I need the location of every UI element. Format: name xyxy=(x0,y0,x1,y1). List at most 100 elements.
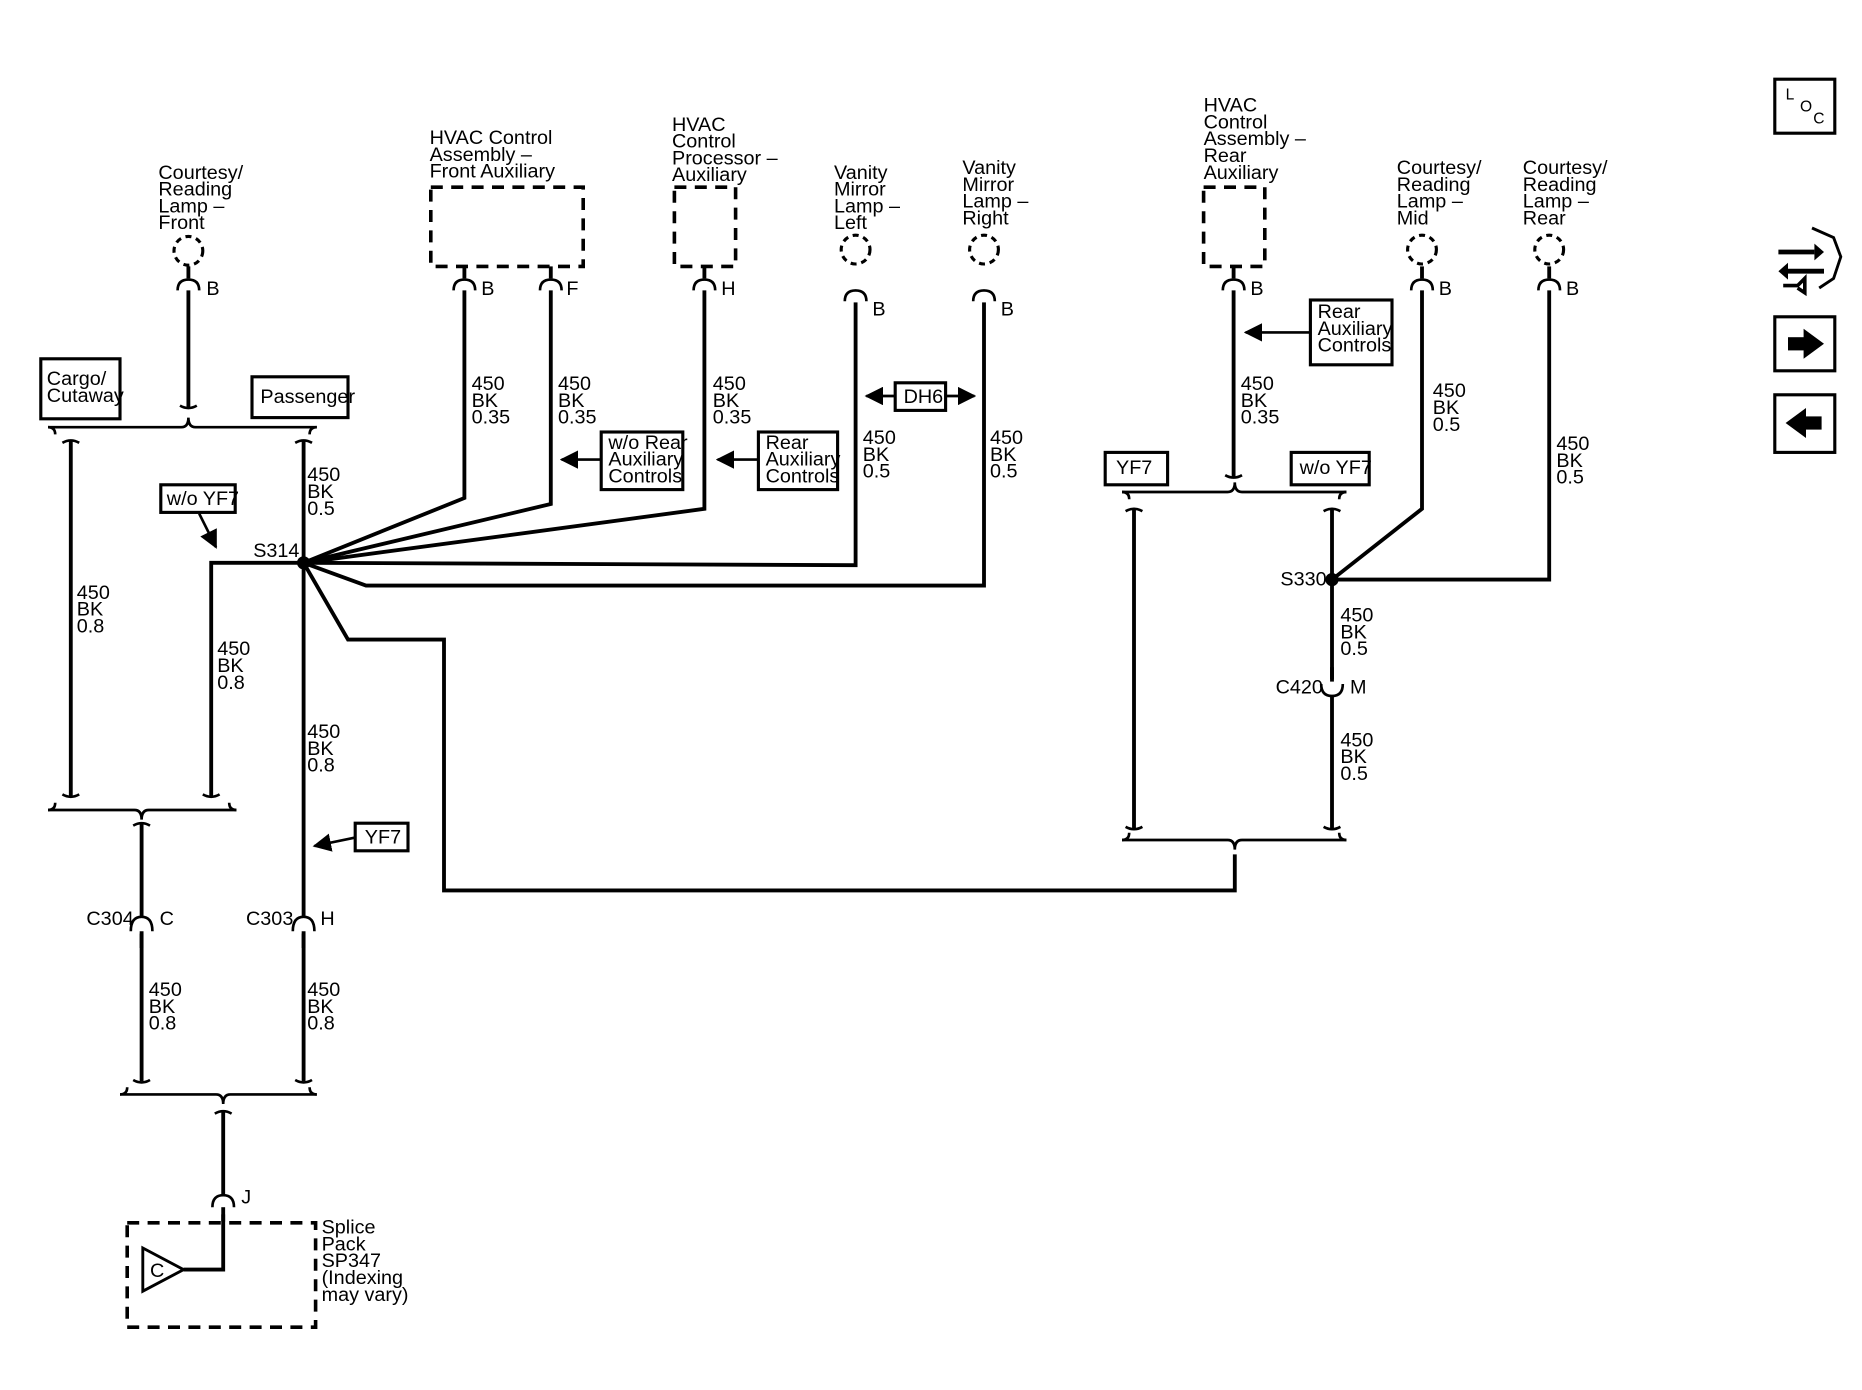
pin-label: B xyxy=(1250,278,1263,300)
tag-wo-rear-auxiliary-controls: w/o Rear Auxiliary Controls xyxy=(559,430,688,492)
svg-text:450: 450 xyxy=(1340,729,1373,751)
tag-wo-yf7-left: w/o YF7 xyxy=(159,483,239,549)
svg-text:BK: BK xyxy=(307,738,333,760)
splice-s314-dot xyxy=(297,556,311,570)
svg-text:Mirror: Mirror xyxy=(834,179,886,201)
svg-text:BK: BK xyxy=(1340,621,1366,643)
pin-label: C xyxy=(160,908,174,930)
courtesy-lamp-mid-symbol xyxy=(1406,233,1438,266)
svg-text:Assembly –: Assembly – xyxy=(430,144,532,166)
splice-pack-label: Splice Pack SP347 (Indexing may vary) xyxy=(322,1217,409,1306)
svg-text:Vanity: Vanity xyxy=(834,162,888,184)
svg-text:BK: BK xyxy=(217,655,243,677)
svg-text:Reading: Reading xyxy=(158,179,232,201)
connector-c303-label: C303 xyxy=(246,908,293,930)
svg-text:BK: BK xyxy=(863,444,889,466)
svg-text:HVAC: HVAC xyxy=(672,114,726,136)
svg-text:DH6: DH6 xyxy=(904,386,944,408)
vanity-lamp-right-symbol xyxy=(968,233,1000,266)
svg-text:BK: BK xyxy=(1340,746,1366,768)
vanity-lamp-left-symbol xyxy=(839,233,872,266)
tag-rear-auxiliary-controls-rear: Rear Auxiliary Controls xyxy=(1243,298,1394,367)
pin-label: B xyxy=(872,299,885,321)
svg-text:0.8: 0.8 xyxy=(149,1013,177,1035)
previous-page-button[interactable] xyxy=(1773,393,1837,454)
pin-label: B xyxy=(206,278,219,300)
svg-text:Auxiliary: Auxiliary xyxy=(1318,318,1393,340)
svg-text:Vanity: Vanity xyxy=(962,157,1016,179)
svg-text:0.8: 0.8 xyxy=(307,755,335,777)
vanity-lamp-left-label: Vanity Mirror Lamp – Left xyxy=(834,162,900,234)
svg-text:Controls: Controls xyxy=(766,465,840,487)
splice-pack-symbol-label: C xyxy=(150,1260,164,1282)
svg-text:0.35: 0.35 xyxy=(558,407,597,429)
svg-text:0.5: 0.5 xyxy=(1340,763,1368,785)
svg-text:450: 450 xyxy=(1241,373,1274,395)
svg-text:0.35: 0.35 xyxy=(713,407,752,429)
svg-text:Control: Control xyxy=(1204,111,1268,133)
svg-text:Reading: Reading xyxy=(1397,174,1471,196)
tag-yf7-left: YF7 xyxy=(312,821,410,853)
svg-text:Left: Left xyxy=(834,212,868,234)
hvac-processor-auxiliary-box xyxy=(672,185,738,269)
pin-label: M xyxy=(1350,677,1367,699)
tag-yf7-right: YF7 xyxy=(1103,450,1170,487)
tag-dh6: DH6 xyxy=(864,381,977,412)
harness-braces xyxy=(47,404,1347,1115)
pin-label: H xyxy=(721,278,735,300)
hvac-front-auxiliary-box xyxy=(429,185,586,269)
svg-text:450: 450 xyxy=(990,427,1023,449)
tag-wo-yf7-right: w/o YF7 xyxy=(1289,450,1372,487)
svg-text:Mid: Mid xyxy=(1397,207,1429,229)
svg-text:Lamp –: Lamp – xyxy=(834,195,900,217)
svg-text:O: O xyxy=(1800,99,1812,116)
svg-text:450: 450 xyxy=(307,979,340,1001)
pin-label: J xyxy=(241,1187,251,1209)
svg-text:YF7: YF7 xyxy=(365,827,401,849)
tag-cargo-cutaway: Cargo/ Cutaway xyxy=(39,357,124,421)
svg-text:0.35: 0.35 xyxy=(1241,407,1280,429)
svg-text:Controls: Controls xyxy=(608,465,682,487)
svg-text:450: 450 xyxy=(713,373,746,395)
pin-label: B xyxy=(1439,278,1452,300)
svg-text:Front Auxiliary: Front Auxiliary xyxy=(430,161,556,183)
svg-text:Pack: Pack xyxy=(322,1233,366,1255)
svg-text:BK: BK xyxy=(149,996,175,1018)
location-view-button[interactable]: L O C xyxy=(1773,77,1837,135)
next-page-button[interactable] xyxy=(1773,315,1837,373)
svg-text:Rear: Rear xyxy=(1523,207,1566,229)
svg-text:BK: BK xyxy=(307,481,333,503)
svg-text:BK: BK xyxy=(1556,450,1582,472)
connector-c304-label: C304 xyxy=(86,908,133,930)
svg-text:0.5: 0.5 xyxy=(990,461,1018,483)
svg-text:450: 450 xyxy=(1340,605,1373,627)
svg-text:450: 450 xyxy=(307,464,340,486)
svg-text:450: 450 xyxy=(149,979,182,1001)
svg-text:Processor –: Processor – xyxy=(672,147,778,169)
svg-text:BK: BK xyxy=(77,599,103,621)
svg-text:Right: Right xyxy=(962,207,1009,229)
svg-text:0.5: 0.5 xyxy=(1556,467,1584,489)
svg-text:450: 450 xyxy=(1433,380,1466,402)
svg-text:450: 450 xyxy=(863,427,896,449)
svg-text:450: 450 xyxy=(217,638,250,660)
component-connector-icon[interactable] xyxy=(1778,226,1843,297)
svg-text:450: 450 xyxy=(1556,433,1589,455)
svg-text:0.8: 0.8 xyxy=(307,1013,335,1035)
svg-text:Front: Front xyxy=(158,212,205,234)
svg-text:BK: BK xyxy=(558,390,584,412)
hvac-rear-auxiliary-box xyxy=(1201,185,1267,269)
svg-text:0.8: 0.8 xyxy=(77,615,105,637)
svg-text:Courtesy/: Courtesy/ xyxy=(158,162,243,184)
